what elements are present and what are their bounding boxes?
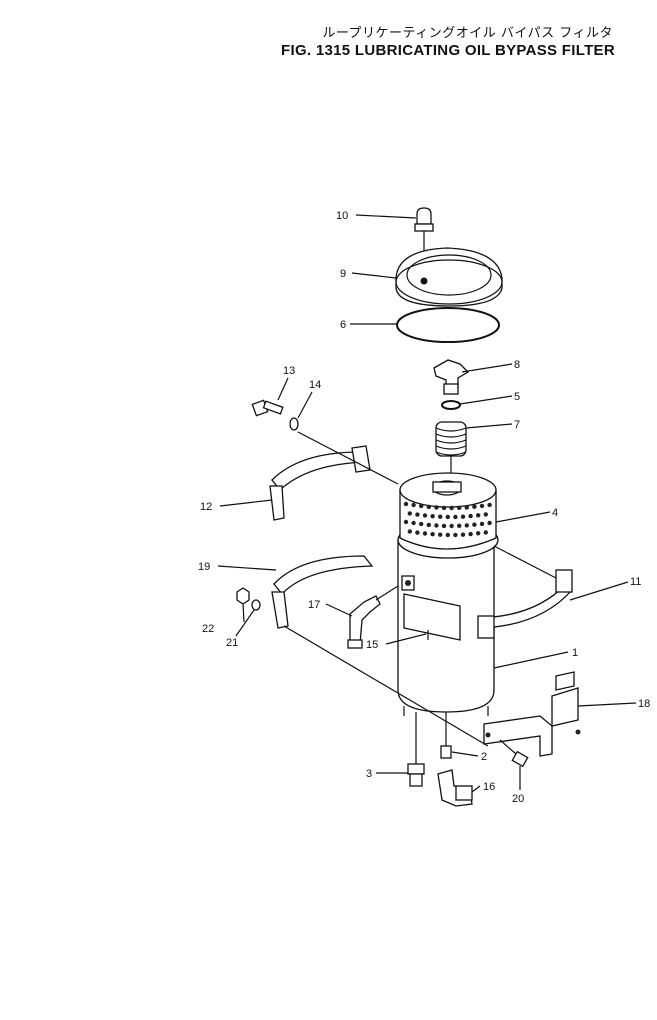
perforation-hole bbox=[479, 503, 485, 509]
part-8-wing-nut bbox=[433, 359, 470, 395]
perforation-hole bbox=[422, 513, 428, 518]
label-part-2: 2 bbox=[481, 751, 487, 763]
perforation-hole bbox=[445, 532, 450, 538]
perforation-hole bbox=[476, 531, 481, 536]
part-14-washer bbox=[289, 417, 299, 431]
part-15-name-plate bbox=[403, 593, 461, 641]
perforation-hole bbox=[453, 514, 458, 520]
label-part-6: 6 bbox=[340, 319, 346, 331]
perforation-hole bbox=[430, 532, 435, 537]
perforation-hole bbox=[487, 520, 492, 526]
perforation-hole bbox=[438, 514, 443, 519]
perforation-hole bbox=[411, 502, 416, 508]
part-11-right-band bbox=[477, 545, 573, 639]
perforation-hole bbox=[457, 505, 462, 510]
label-part-20: 20 bbox=[512, 793, 524, 805]
perforation-hole bbox=[407, 511, 412, 516]
label-part-21: 21 bbox=[226, 637, 238, 649]
part-16-elbow bbox=[437, 769, 473, 807]
part-13-bolt bbox=[251, 399, 284, 417]
perforation-hole bbox=[468, 531, 473, 537]
label-part-10: 10 bbox=[336, 210, 348, 222]
figure-title: FIG. 1315 LUBRICATING OIL BYPASS FILTER bbox=[281, 42, 615, 59]
perforation-hole bbox=[449, 523, 454, 529]
label-part-7: 7 bbox=[514, 419, 520, 431]
label-part-1: 1 bbox=[572, 647, 578, 659]
part-19-lower-band bbox=[271, 555, 489, 747]
perforation-hole bbox=[426, 504, 431, 510]
part-20-bolt bbox=[499, 739, 529, 768]
part-12-upper-band bbox=[269, 431, 399, 521]
perforation-hole bbox=[460, 514, 466, 519]
perforation-hole bbox=[426, 522, 431, 528]
element-perforations bbox=[403, 501, 492, 538]
body-port-boss bbox=[401, 575, 415, 591]
perforation-hole bbox=[441, 505, 447, 511]
perforation-hole bbox=[453, 532, 458, 538]
perforation-hole bbox=[464, 523, 469, 528]
label-part-15: 15 bbox=[366, 639, 378, 651]
part-5-seal-ring bbox=[441, 400, 461, 410]
perforation-hole bbox=[449, 505, 454, 511]
label-part-11: 11 bbox=[630, 576, 641, 588]
label-part-13: 13 bbox=[283, 365, 295, 377]
perforation-hole bbox=[464, 505, 469, 510]
part-22-nut bbox=[236, 587, 250, 605]
perforation-hole bbox=[411, 520, 416, 526]
part-7-spring bbox=[435, 421, 467, 457]
perforation-hole bbox=[472, 522, 477, 527]
perforation-hole bbox=[403, 519, 409, 525]
label-part-18: 18 bbox=[638, 698, 650, 710]
part-21-washer bbox=[251, 599, 261, 611]
part-labels: 10 9 6 8 5 7 4 13 14 12 19 11 17 15 1 18… bbox=[198, 210, 650, 805]
label-part-14: 14 bbox=[309, 379, 321, 391]
perforation-hole bbox=[441, 523, 447, 529]
perforation-hole bbox=[434, 505, 439, 510]
label-part-12: 12 bbox=[200, 501, 212, 513]
part-6-o-ring bbox=[396, 307, 500, 343]
label-part-4: 4 bbox=[552, 507, 558, 519]
label-part-22: 22 bbox=[202, 623, 214, 635]
perforation-hole bbox=[419, 503, 424, 509]
label-part-8: 8 bbox=[514, 359, 520, 371]
perforation-hole bbox=[468, 513, 473, 519]
leader-lines bbox=[217, 214, 637, 793]
perforation-hole bbox=[445, 514, 450, 520]
perforation-hole bbox=[434, 523, 439, 528]
part-9-cover bbox=[395, 247, 503, 307]
perforation-hole bbox=[419, 521, 424, 527]
perforation-hole bbox=[438, 532, 443, 537]
perforation-hole bbox=[407, 529, 412, 534]
perforation-hole bbox=[415, 512, 420, 517]
figure-title-japanese: ループリケーティングオイル バイパス フィルタ bbox=[322, 26, 613, 41]
perforation-hole bbox=[479, 521, 485, 527]
label-part-19: 19 bbox=[198, 561, 210, 573]
label-part-9: 9 bbox=[340, 268, 346, 280]
part-18-bracket bbox=[483, 671, 581, 757]
label-part-17: 17 bbox=[308, 599, 320, 611]
label-part-16: 16 bbox=[483, 781, 495, 793]
perforation-hole bbox=[483, 530, 488, 535]
perforation-hole bbox=[483, 512, 488, 517]
label-part-5: 5 bbox=[514, 391, 520, 403]
part-2-drain-plug bbox=[440, 712, 452, 759]
perforation-hole bbox=[460, 532, 466, 537]
perforation-hole bbox=[415, 530, 420, 535]
part-4-element bbox=[397, 472, 499, 559]
perforation-hole bbox=[457, 523, 462, 528]
part-3-connector bbox=[407, 712, 425, 787]
label-part-3: 3 bbox=[366, 768, 372, 780]
part-17-elbow bbox=[347, 585, 399, 649]
perforation-hole bbox=[487, 502, 492, 508]
perforation-hole bbox=[403, 501, 409, 507]
perforation-hole bbox=[430, 514, 435, 519]
perforation-hole bbox=[476, 513, 481, 518]
perforation-hole bbox=[472, 504, 477, 509]
perforation-hole bbox=[422, 531, 428, 536]
